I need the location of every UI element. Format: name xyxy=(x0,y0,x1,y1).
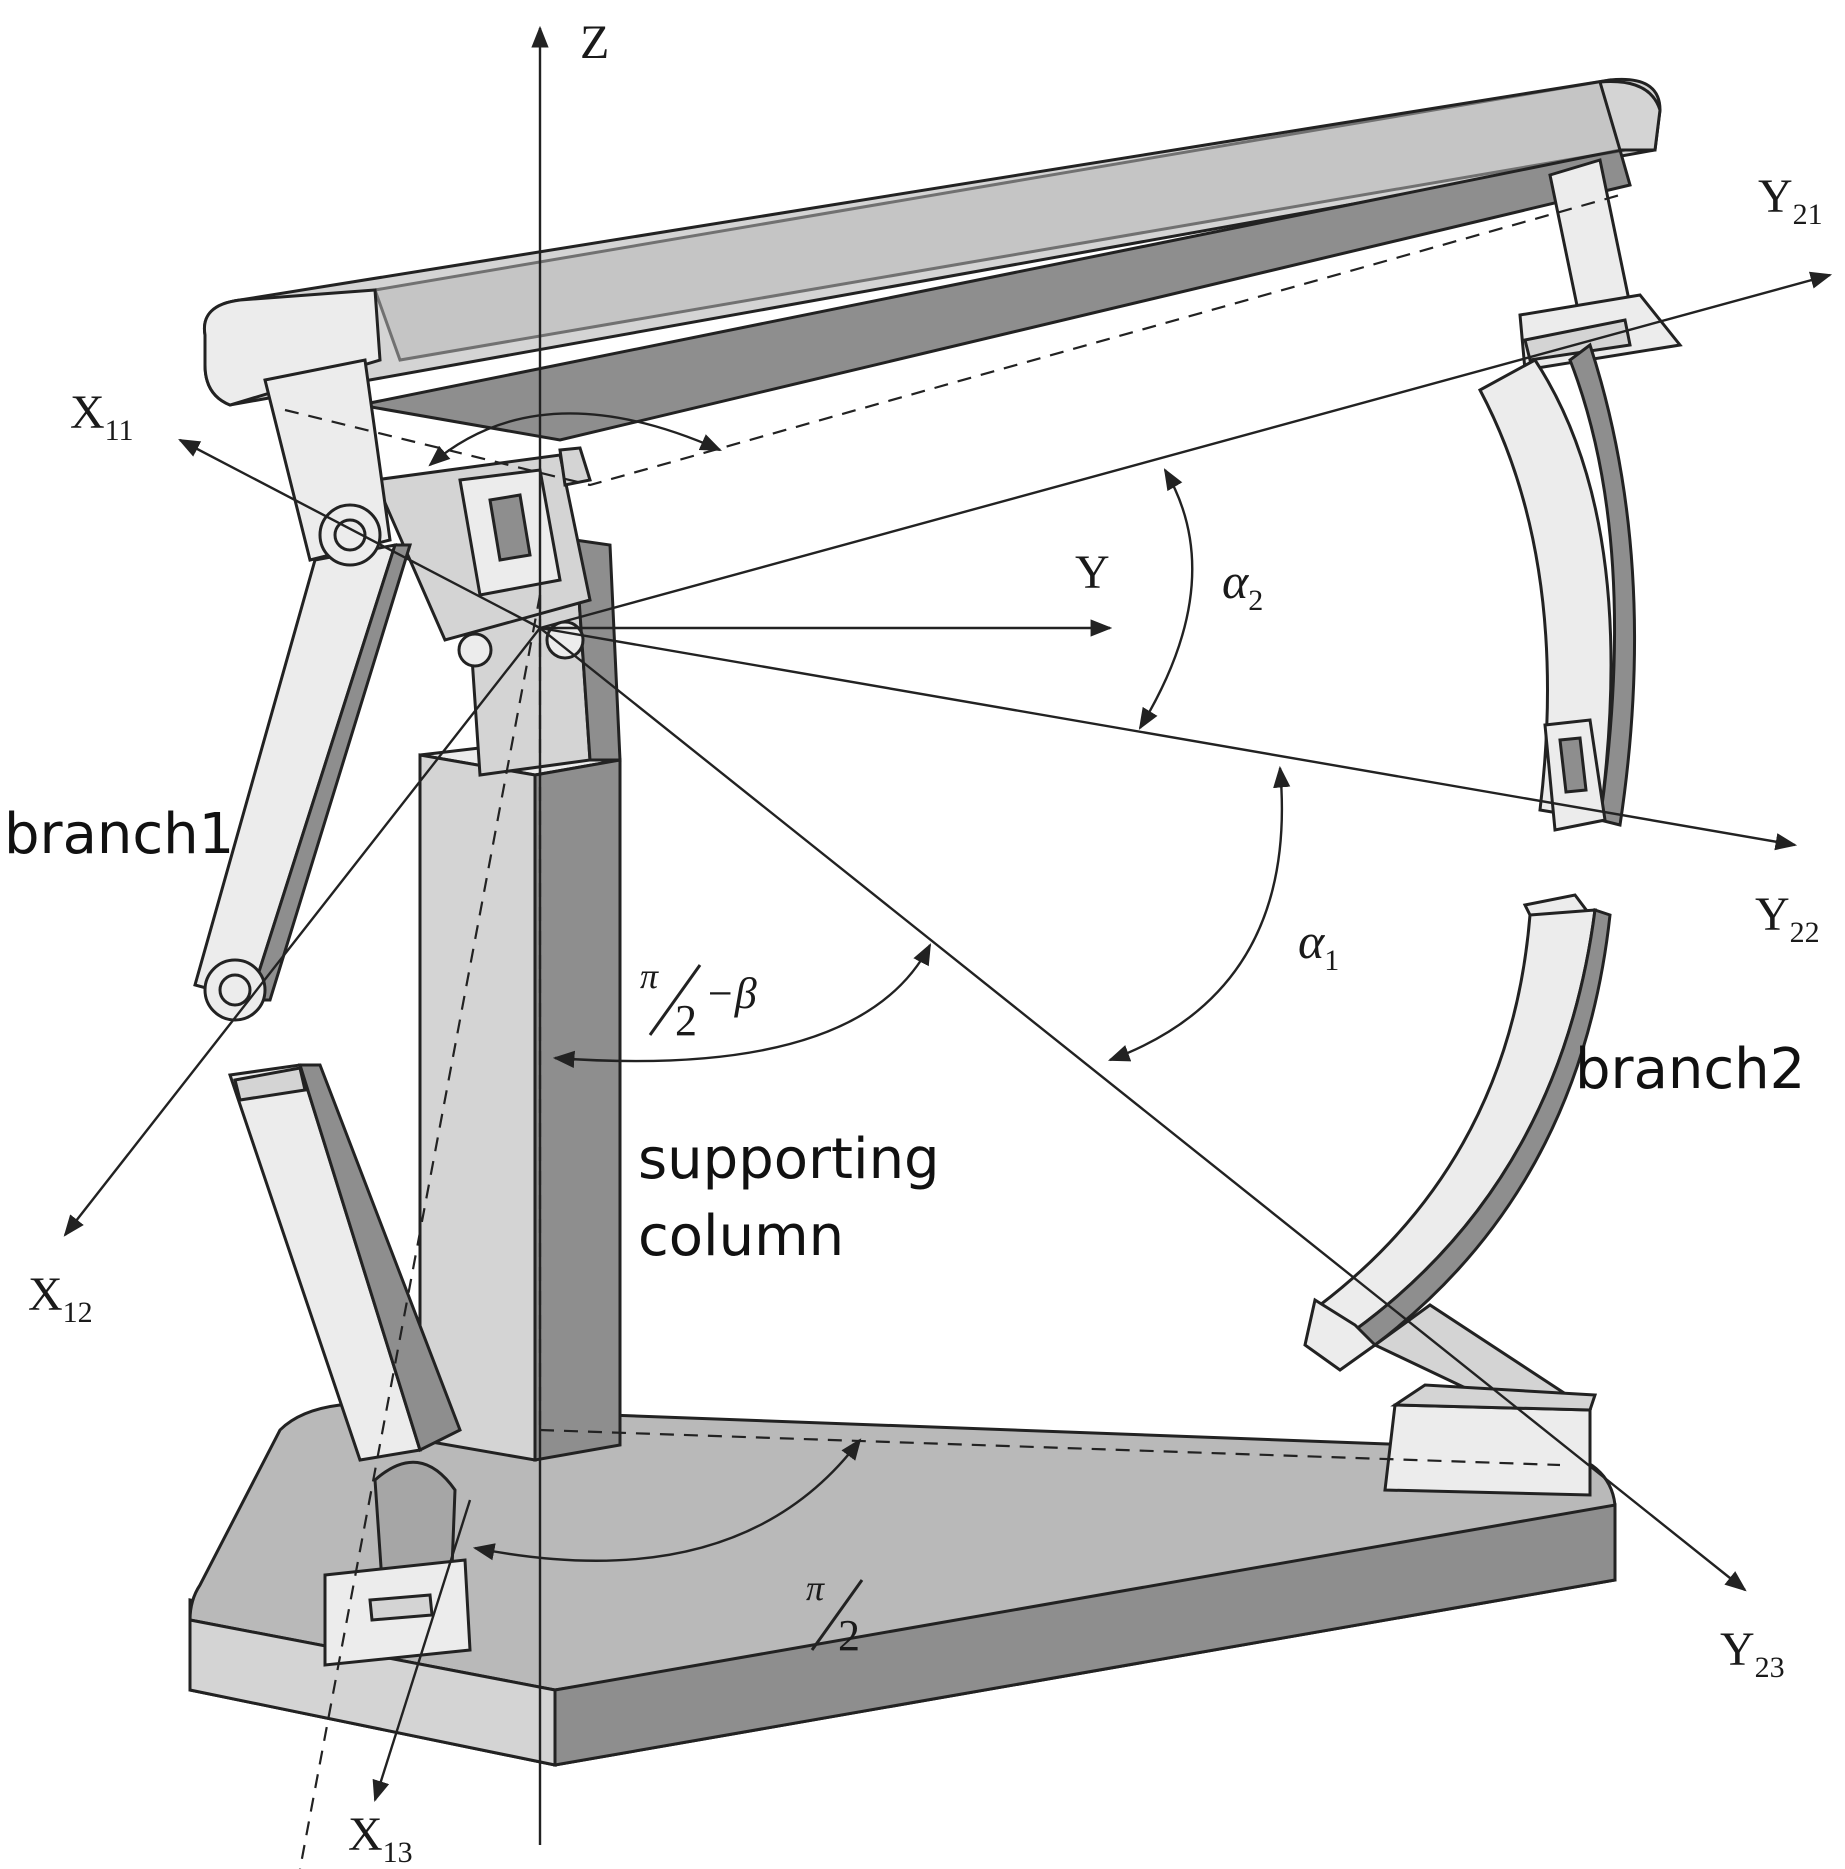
alpha2-label: α2 xyxy=(1222,553,1263,617)
y23-label: Y23 xyxy=(1720,1623,1785,1684)
central-joint xyxy=(372,446,592,668)
branch1-linkage xyxy=(193,358,472,1667)
y22-axis xyxy=(539,626,1798,851)
x12-label: X12 xyxy=(28,1268,93,1329)
x12-axis xyxy=(63,627,541,1237)
angle-labels: α2 α1 π 2 −β π 2 xyxy=(640,553,1339,1660)
supporting-column xyxy=(418,538,622,1462)
alpha1-arc xyxy=(1107,765,1291,1062)
alpha1-label: α1 xyxy=(1298,913,1339,977)
y22-label: Y22 xyxy=(1755,888,1820,949)
half-pi-minus-beta-den: 2 xyxy=(675,996,697,1045)
top-plate xyxy=(202,77,1662,442)
y21-axis xyxy=(539,271,1833,630)
x13-axis xyxy=(372,1499,472,1803)
half-pi-label: π 2 xyxy=(806,1568,864,1660)
half-pi-minus-beta-arc xyxy=(552,943,932,1069)
branch2-linkage xyxy=(1303,158,1683,1497)
angle-arcs xyxy=(428,412,1291,1562)
half-pi-minus-beta-label: π 2 −β xyxy=(640,956,757,1045)
half-pi-den: 2 xyxy=(838,1611,860,1660)
top-arc xyxy=(428,412,722,467)
branch2-label: branch2 xyxy=(1575,1037,1805,1102)
half-pi-minus-beta-tail: −β xyxy=(705,969,757,1018)
y23-axis xyxy=(539,627,1747,1592)
part-labels: branch1 branch2 supporting column xyxy=(4,802,1805,1269)
alpha2-arc xyxy=(1138,468,1194,730)
x11-label: X11 xyxy=(70,386,134,447)
half-pi-arc xyxy=(472,1438,862,1562)
axis-labels: Z Y X11 X12 X13 Y21 Y22 Y23 xyxy=(28,16,1823,1869)
branch1-label: branch1 xyxy=(4,802,234,867)
y-label: Y xyxy=(1075,546,1110,599)
x11-axis xyxy=(178,438,541,630)
y21-label: Y21 xyxy=(1758,170,1823,231)
half-pi-minus-beta-num: π xyxy=(640,956,659,996)
coordinate-axes xyxy=(63,25,1833,1845)
z-label: Z xyxy=(580,16,609,69)
half-pi-num: π xyxy=(806,1568,825,1608)
x13-label: X13 xyxy=(348,1808,413,1869)
supporting-column-label-line2: column xyxy=(638,1204,844,1269)
supporting-column-label-line1: supporting xyxy=(638,1127,940,1192)
